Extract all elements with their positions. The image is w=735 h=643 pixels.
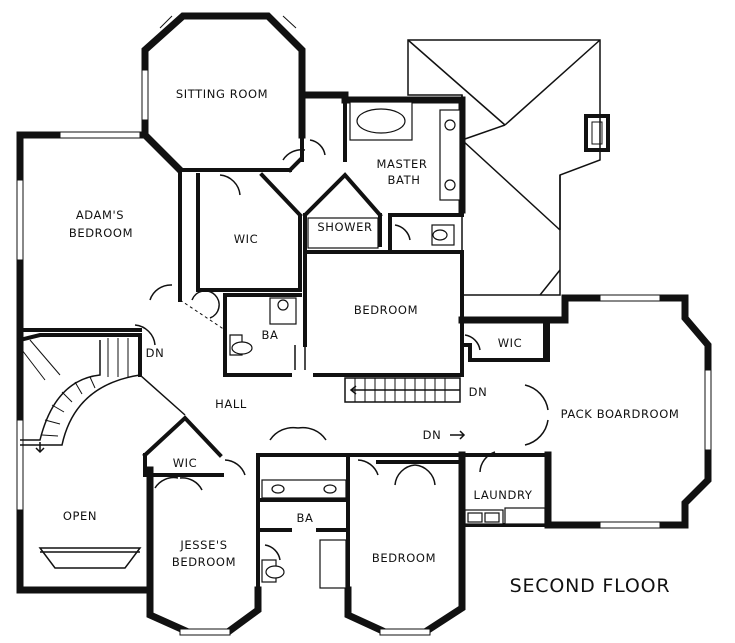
room-labels: SITTING ROOM MASTER BATH ADAM'S BEDROOM … bbox=[63, 87, 680, 569]
label-ba-hall: BA bbox=[262, 328, 279, 342]
hall-stair bbox=[344, 377, 461, 403]
label-ba-shared: BA bbox=[297, 511, 314, 525]
label-bedroom-south: BEDROOM bbox=[372, 551, 436, 565]
label-sitting-room: SITTING ROOM bbox=[176, 87, 268, 101]
plan-title: SECOND FLOOR bbox=[510, 575, 671, 597]
label-wic-master: WIC bbox=[234, 232, 259, 246]
arrow-right-icon bbox=[450, 430, 466, 440]
label-master-bath-2: BATH bbox=[388, 173, 421, 187]
label-shower: SHOWER bbox=[317, 220, 372, 234]
label-hall: HALL bbox=[215, 397, 247, 411]
windows bbox=[16, 69, 712, 636]
label-adams-bedroom-1: ADAM'S bbox=[76, 208, 124, 222]
curved-stair bbox=[17, 333, 186, 454]
roof-outline bbox=[407, 39, 610, 296]
label-wic-jesse: WIC bbox=[173, 456, 198, 470]
fixtures bbox=[229, 101, 546, 589]
label-jesses-bedroom-1: JESSE'S bbox=[179, 538, 227, 552]
open-ledge bbox=[38, 547, 142, 569]
label-master-bath-1: MASTER bbox=[377, 157, 428, 171]
label-jesses-bedroom-2: BEDROOM bbox=[172, 555, 236, 569]
label-pack-boardroom: PACK BOARDROOM bbox=[561, 407, 680, 421]
interior-walls bbox=[18, 98, 550, 592]
label-wic-small: WIC bbox=[498, 336, 523, 350]
label-laundry: LAUNDRY bbox=[474, 488, 533, 502]
label-dn-right: DN bbox=[469, 385, 488, 399]
label-open: OPEN bbox=[63, 509, 97, 523]
stair-labels: DN DN DN bbox=[146, 346, 488, 442]
openings bbox=[144, 134, 226, 331]
label-dn-hall: DN bbox=[423, 428, 442, 442]
label-dn-left: DN bbox=[146, 346, 165, 360]
doors bbox=[134, 139, 549, 561]
label-bedroom-center: BEDROOM bbox=[354, 303, 418, 317]
chimney bbox=[584, 114, 610, 152]
label-adams-bedroom-2: BEDROOM bbox=[69, 226, 133, 240]
